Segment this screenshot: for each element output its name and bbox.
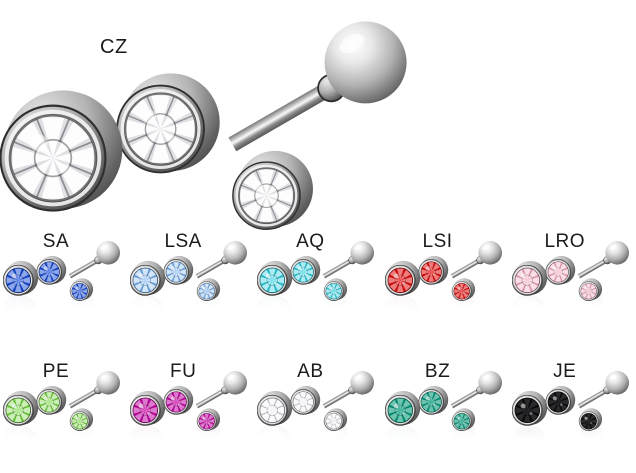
variant-jewel-reflection bbox=[257, 402, 375, 473]
variant-code-label: JE bbox=[553, 361, 577, 382]
variant-jewel-reflection bbox=[130, 272, 248, 351]
variant-option-fu[interactable]: FU bbox=[127, 362, 254, 473]
variant-code-label: BZ bbox=[424, 361, 451, 382]
variant-option-pe[interactable]: PE bbox=[0, 362, 127, 473]
variant-jewel-reflection bbox=[3, 402, 121, 473]
variant-option-ab[interactable]: AB bbox=[254, 362, 381, 473]
variant-code-label: PE bbox=[42, 361, 70, 382]
variant-option-lsa[interactable]: LSA bbox=[127, 232, 254, 354]
variant-jewel-reflection bbox=[385, 272, 503, 351]
variant-option-aq[interactable]: AQ bbox=[254, 232, 381, 354]
variant-code-label: LSI bbox=[422, 231, 453, 252]
variant-code-label: AB bbox=[297, 361, 324, 382]
variant-jewel-reflection bbox=[512, 402, 630, 473]
variant-jewel-wrap bbox=[130, 370, 248, 473]
variant-code-label: LSA bbox=[164, 231, 202, 252]
variant-row-1: SA LSA AQ L bbox=[0, 232, 636, 354]
variant-jewel-wrap bbox=[257, 370, 375, 473]
variant-jewel-reflection bbox=[130, 402, 248, 473]
variant-jewel-wrap bbox=[257, 240, 375, 350]
variant-jewel-wrap bbox=[3, 240, 121, 350]
variant-jewel-wrap bbox=[385, 240, 503, 350]
variant-code-label: AQ bbox=[296, 231, 325, 252]
main-product-label: CZ bbox=[100, 36, 128, 58]
variant-option-lro[interactable]: LRO bbox=[509, 232, 636, 354]
variant-option-lsi[interactable]: LSI bbox=[382, 232, 509, 354]
variant-jewel-wrap bbox=[130, 240, 248, 350]
variant-jewel-wrap bbox=[512, 370, 630, 473]
variant-option-sa[interactable]: SA bbox=[0, 232, 127, 354]
variant-jewel-wrap bbox=[3, 370, 121, 473]
variant-code-label: SA bbox=[42, 231, 70, 252]
variant-jewel-wrap bbox=[512, 240, 630, 350]
variant-jewel-reflection bbox=[512, 272, 630, 351]
variant-jewel-reflection bbox=[257, 272, 375, 351]
variant-jewel-reflection bbox=[3, 272, 121, 351]
variant-code-label: LRO bbox=[544, 231, 586, 252]
variant-jewel-wrap bbox=[385, 370, 503, 473]
variant-option-bz[interactable]: BZ bbox=[382, 362, 509, 473]
variant-jewel-reflection bbox=[385, 402, 503, 473]
variant-row-2: PE FU AB BZ bbox=[0, 362, 636, 473]
variant-option-je[interactable]: JE bbox=[509, 362, 636, 473]
variant-code-label: FU bbox=[169, 361, 197, 382]
